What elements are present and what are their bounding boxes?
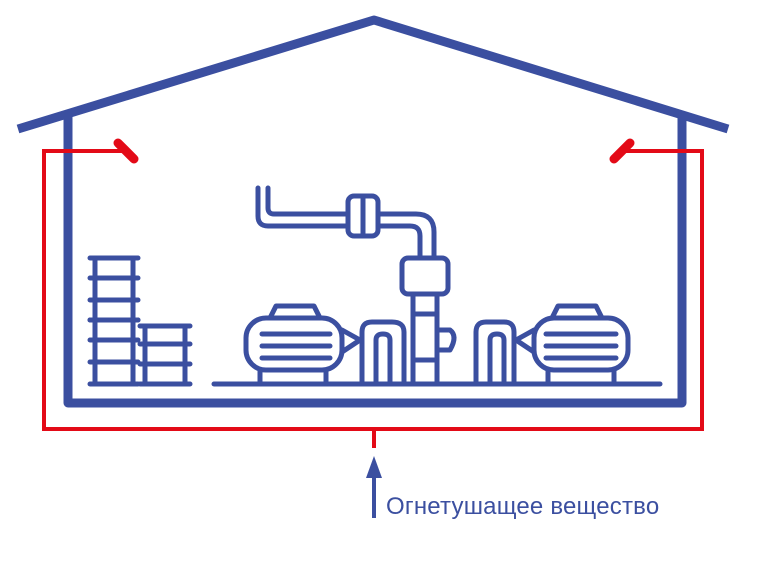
building-walls [63, 114, 687, 408]
barrel-stack-icon [87, 255, 193, 387]
spray-nozzle-icon [609, 138, 635, 164]
barrel [87, 255, 141, 323]
extinguishing-agent-label: Огнетушащее вещество [386, 493, 660, 520]
pump-motor-housing [531, 315, 631, 373]
building-outline [16, 15, 730, 408]
roof [16, 15, 730, 134]
arrow-up-icon [366, 456, 382, 518]
electric-pump-icon [243, 303, 407, 387]
pipe-coupling [399, 255, 451, 297]
suppression-pipe-network [42, 138, 704, 448]
pump-motor-housing [243, 315, 345, 373]
pipe-valve-icon [255, 185, 437, 261]
electric-pump-icon [473, 303, 631, 387]
pipe-loop [42, 149, 704, 431]
barrel [87, 317, 141, 387]
spray-nozzle-icon [113, 138, 139, 164]
riser-pipe [399, 255, 457, 385]
barrel [137, 323, 193, 387]
